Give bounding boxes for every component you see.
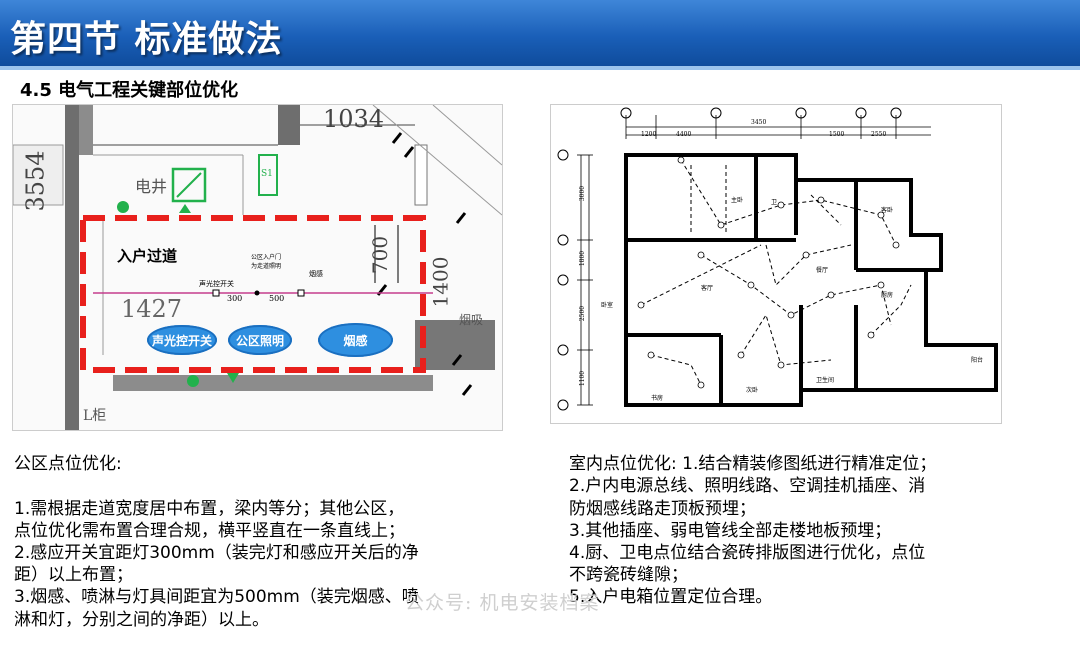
small-label-light: 公区入户门 为走道照明: [251, 254, 282, 270]
room-guest-bedroom: 客卧: [881, 207, 894, 214]
slide-title: 第四节 标准做法: [10, 19, 283, 60]
smoke-exhaust-label: 烟吸: [459, 313, 484, 327]
corridor-plan-drawing: 1034 3554 700 1400 1427 300 500 入户过道 电井 …: [12, 104, 503, 431]
dim-1427: 1427: [121, 295, 183, 323]
room-bedroom: 卧室: [601, 302, 614, 309]
room-bathroom: 卫生间: [816, 377, 835, 384]
plan-vdim-2: 1800: [579, 250, 587, 267]
corridor-highlight-box: [80, 215, 426, 373]
room-kitchen: 厨房: [881, 292, 894, 299]
room-study: 书房: [651, 395, 664, 402]
room-second-bedroom: 次卧: [746, 387, 759, 394]
dim-300: 300: [227, 294, 243, 303]
dim-500: 500: [269, 294, 285, 303]
callout-switch: 声光控开关: [147, 325, 217, 355]
room-bath-1: 卫: [771, 199, 778, 206]
plan-dim-4: 1500: [829, 131, 845, 138]
indoor-notes: 室内点位优化: 1.结合精装修图纸进行精准定位； 2.户内电源总线、照明线路、空…: [569, 431, 1009, 631]
room-label-corridor: 入户过道: [117, 247, 178, 265]
plan-dim-5: 2550: [871, 131, 887, 138]
plan-dim-2: 4400: [676, 131, 692, 138]
plan-dim-3: 3450: [751, 119, 767, 126]
dim-1400: 1400: [428, 256, 453, 308]
elevator-box: [171, 167, 207, 203]
apartment-wiring-plan: 1200 4400 3450 1500 2550 3000 1800 2500 …: [550, 104, 1002, 424]
dim-700: 700: [368, 235, 393, 275]
corridor-plan-svg: [13, 105, 502, 430]
plan-dim-1: 1200: [641, 131, 657, 138]
header-underline: [0, 66, 1080, 70]
plan-vdim-3: 2500: [579, 305, 587, 322]
plan-vdim-4: 1100: [579, 370, 587, 387]
room-dining: 餐厅: [816, 267, 829, 274]
watermark: 公众号: 机电安装档案: [405, 592, 600, 614]
small-label-smoke: 烟感: [309, 270, 323, 278]
wall: [65, 105, 79, 430]
dim-3554: 3554: [21, 150, 50, 212]
room-living: 客厅: [701, 285, 714, 292]
dim-1034: 1034: [323, 105, 385, 133]
plan-vdim-1: 3000: [579, 185, 587, 202]
indoor-body: 室内点位优化: 1.结合精装修图纸进行精准定位； 2.户内电源总线、照明线路、空…: [569, 454, 937, 608]
elevator-shaft-label: 电井: [135, 177, 168, 196]
public-area-heading: 公区点位优化:: [14, 454, 122, 475]
room-master-bedroom: 主卧: [731, 197, 744, 204]
s1-label: S1: [261, 169, 273, 179]
bottom-tag: L柜: [83, 408, 107, 424]
public-area-notes: 公区点位优化: 1.需根据走道宽度居中布置，梁内等分；其他公区， 点位优化需布置…: [14, 431, 504, 653]
slide-header: 第四节 标准做法: [0, 0, 1080, 66]
callout-light: 公区照明: [228, 325, 292, 355]
s1-box: [258, 154, 278, 196]
section-subtitle: 4.5 电气工程关键部位优化: [20, 80, 239, 101]
small-label-switch: 声光控开关: [199, 280, 234, 288]
apartment-plan-svg: [551, 105, 1001, 423]
callout-smoke: 烟感: [318, 323, 393, 357]
room-balcony: 阳台: [971, 357, 984, 364]
